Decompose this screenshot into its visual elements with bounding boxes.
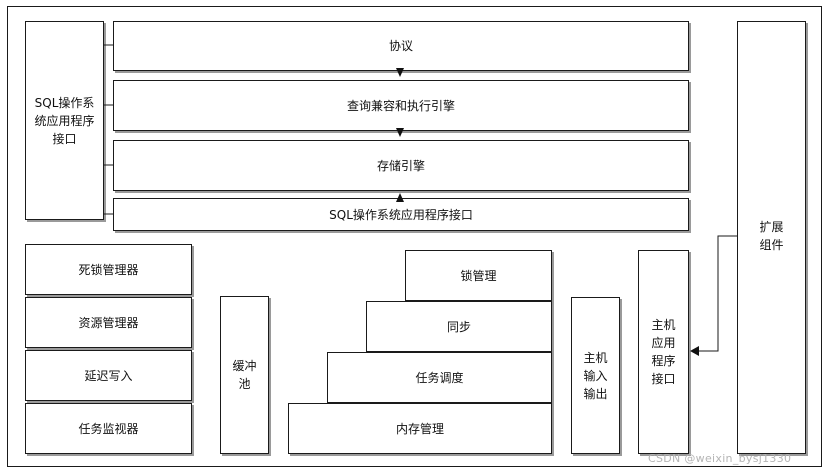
task-monitor-box: 任务监视器 bbox=[25, 403, 192, 454]
lazy-writer-box: 延迟写入 bbox=[25, 350, 192, 401]
lock-management-label: 锁管理 bbox=[460, 268, 497, 283]
lock-management-box: 锁管理 bbox=[405, 250, 552, 301]
sql-os-api-bottom-box: SQL操作系统应用程序接口 bbox=[113, 198, 689, 231]
sync-label: 同步 bbox=[446, 319, 471, 334]
memory-management-label: 内存管理 bbox=[395, 421, 444, 436]
task-monitor-label: 任务监视器 bbox=[78, 421, 139, 436]
protocol-label: 协议 bbox=[388, 39, 413, 53]
host-io-label: 主机输入输出 bbox=[583, 350, 608, 401]
deadlock-manager-box: 死锁管理器 bbox=[25, 244, 192, 295]
query-engine-label: 查询兼容和执行引擎 bbox=[346, 98, 455, 113]
buffer-pool-box: 缓冲池 bbox=[220, 296, 269, 454]
host-api-box: 主机应用程序接口 bbox=[638, 250, 689, 454]
query-engine-box: 查询兼容和执行引擎 bbox=[113, 80, 689, 131]
sql-os-api-left-label: SQL操作系统应用程序接口 bbox=[34, 95, 95, 146]
protocol-box: 协议 bbox=[113, 21, 689, 71]
deadlock-manager-label: 死锁管理器 bbox=[78, 262, 139, 277]
task-scheduling-label: 任务调度 bbox=[415, 370, 464, 385]
task-scheduling-box: 任务调度 bbox=[327, 352, 552, 403]
resource-manager-box: 资源管理器 bbox=[25, 297, 192, 348]
memory-management-box: 内存管理 bbox=[288, 403, 552, 454]
sync-box: 同步 bbox=[366, 301, 552, 352]
resource-manager-label: 资源管理器 bbox=[78, 315, 139, 330]
storage-engine-box: 存储引擎 bbox=[113, 140, 689, 191]
buffer-pool-label: 缓冲池 bbox=[232, 359, 257, 391]
sql-os-api-bottom-label: SQL操作系统应用程序接口 bbox=[329, 207, 473, 222]
sql-os-api-left-box: SQL操作系统应用程序接口 bbox=[25, 21, 104, 220]
watermark-text: CSDN @weixin_bysj1330 bbox=[648, 452, 792, 465]
outer-frame bbox=[7, 6, 822, 467]
extension-box: 扩展组件 bbox=[737, 21, 806, 454]
lazy-writer-label: 延迟写入 bbox=[84, 368, 133, 383]
extension-label: 扩展组件 bbox=[759, 220, 784, 252]
storage-engine-label: 存储引擎 bbox=[376, 158, 425, 173]
host-api-label: 主机应用程序接口 bbox=[651, 318, 676, 386]
host-io-box: 主机输入输出 bbox=[571, 297, 620, 454]
